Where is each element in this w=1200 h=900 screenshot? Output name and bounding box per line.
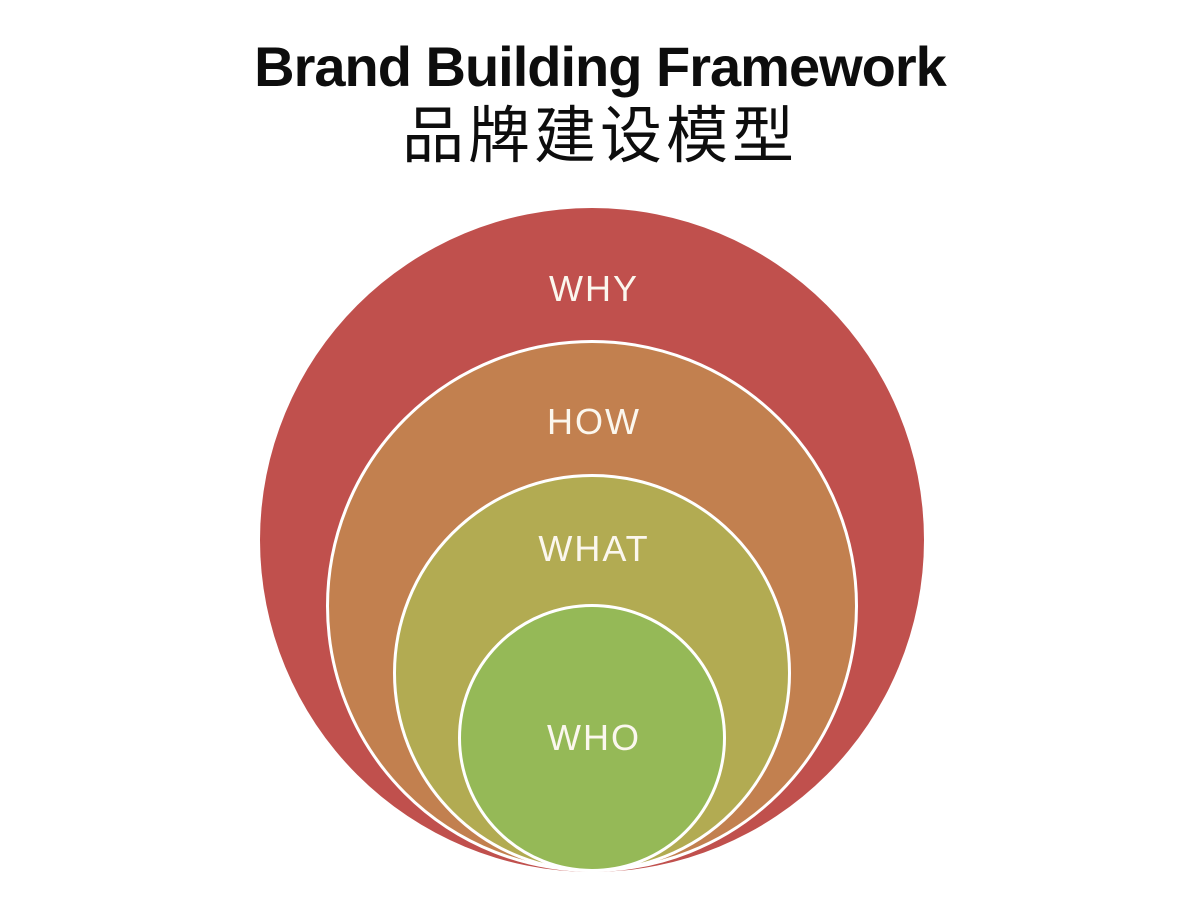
page-title-english: Brand Building Framework bbox=[254, 35, 947, 98]
circle-who bbox=[458, 604, 726, 872]
label-who: WHO bbox=[547, 717, 641, 758]
label-what: WHAT bbox=[538, 528, 650, 569]
title-block: Brand Building Framework 品牌建设模型 bbox=[0, 34, 1200, 172]
page-title-chinese: 品牌建设模型 bbox=[401, 99, 798, 172]
label-why: WHY bbox=[549, 268, 639, 309]
label-how: HOW bbox=[547, 401, 641, 442]
